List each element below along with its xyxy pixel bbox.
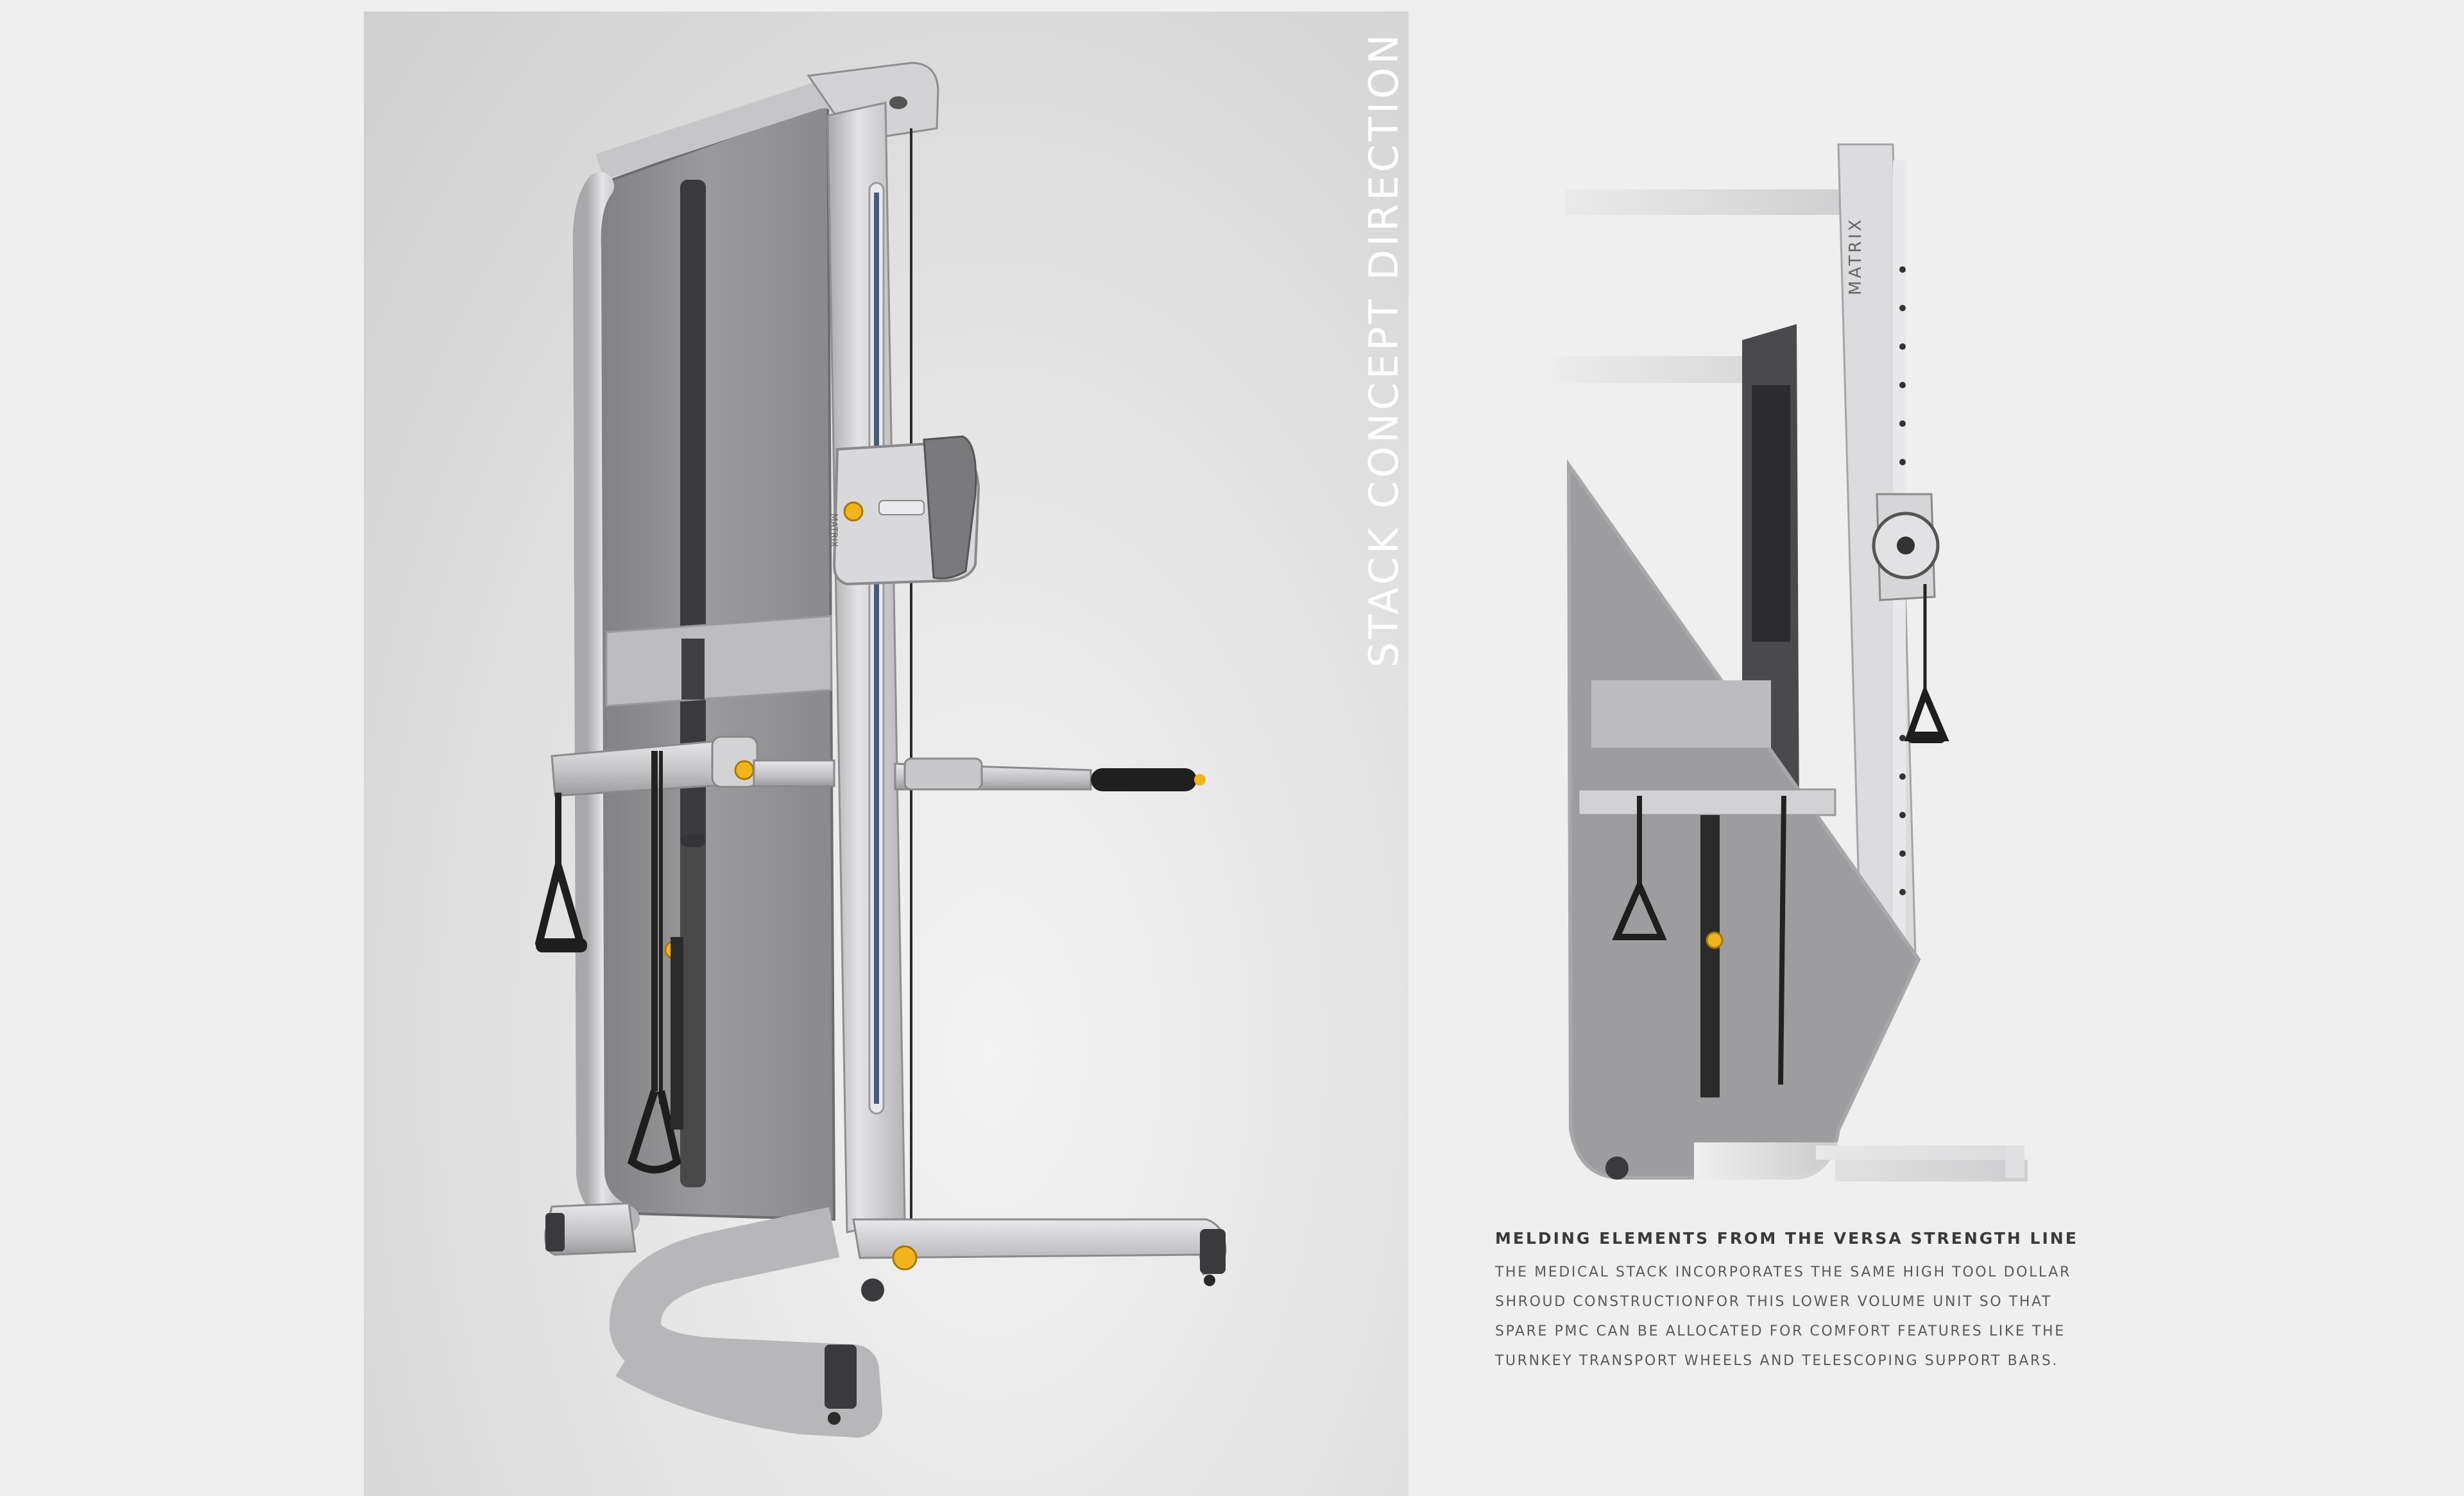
caption-heading: MELDING ELEMENTS FROM THE VERSA STRENGTH… <box>1495 1229 2078 1248</box>
caption-block: MELDING ELEMENTS FROM THE VERSA STRENGTH… <box>1495 1229 2078 1376</box>
caption-line: SHROUD CONSTRUCTIONFOR THIS LOWER VOLUME… <box>1495 1294 2052 1310</box>
left-machine: MATRIX <box>535 62 1227 1438</box>
caption-line: SPARE PMC CAN BE ALLOCATED FOR COMFORT F… <box>1495 1323 2066 1339</box>
right-brand-mark: MATRIX <box>1846 217 1865 295</box>
left-shroud-panel <box>579 101 836 1221</box>
right-cover-cutaway <box>1566 459 1921 1180</box>
left-brand-mark: MATRIX <box>828 513 839 547</box>
caption-body: THE MEDICAL STACK INCORPORATES THE SAME … <box>1495 1258 2071 1376</box>
caption-line: THE MEDICAL STACK INCORPORATES THE SAME … <box>1495 1264 2071 1280</box>
vertical-page-title: STACK CONCEPT DIRECTION <box>1360 31 1407 667</box>
right-base <box>1694 1142 2028 1187</box>
left-arm-bar <box>535 735 835 1174</box>
right-pulley <box>1872 493 1949 743</box>
left-support-bar <box>894 757 1206 791</box>
left-main-column: MATRIX <box>826 101 980 1234</box>
caption-line: TURNKEY TRANSPORT WHEELS AND TELESCOPING… <box>1495 1353 2059 1369</box>
left-carriage: MATRIX <box>828 435 980 586</box>
left-base <box>544 1202 1227 1438</box>
right-column-holes <box>1899 266 1906 895</box>
right-machine: MATRIX <box>1521 143 2028 1187</box>
